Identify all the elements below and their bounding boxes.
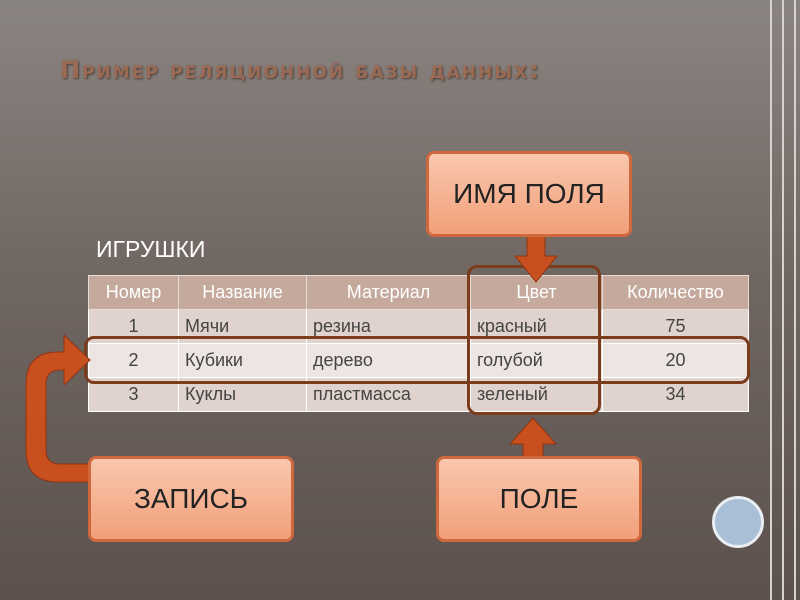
table-cell: Кубики (178, 343, 307, 378)
border-line (782, 0, 784, 600)
record-callout: ЗАПИСЬ (88, 456, 294, 542)
table-header-row: Номер Название Материал Цвет Количество (88, 275, 749, 310)
field-callout: ПОЛЕ (436, 456, 642, 542)
column-header: Название (178, 275, 307, 310)
decorative-circle (712, 496, 764, 548)
curved-arrow-icon (25, 333, 119, 483)
border-line (794, 0, 796, 600)
column-header: Количество (602, 275, 749, 310)
table-caption: ИГРУШКИ (96, 236, 206, 262)
border-line (770, 0, 772, 600)
database-table: Номер Название Материал Цвет Количество … (88, 275, 749, 412)
table-cell: голубой (470, 343, 603, 378)
column-header: Материал (306, 275, 471, 310)
field-name-callout: ИМЯ ПОЛЯ (426, 151, 632, 237)
column-header: Номер (88, 275, 179, 310)
table-cell: 2 (88, 343, 179, 378)
slide-title: Пример реляционной базы данных: (60, 56, 541, 84)
table-cell: дерево (306, 343, 471, 378)
